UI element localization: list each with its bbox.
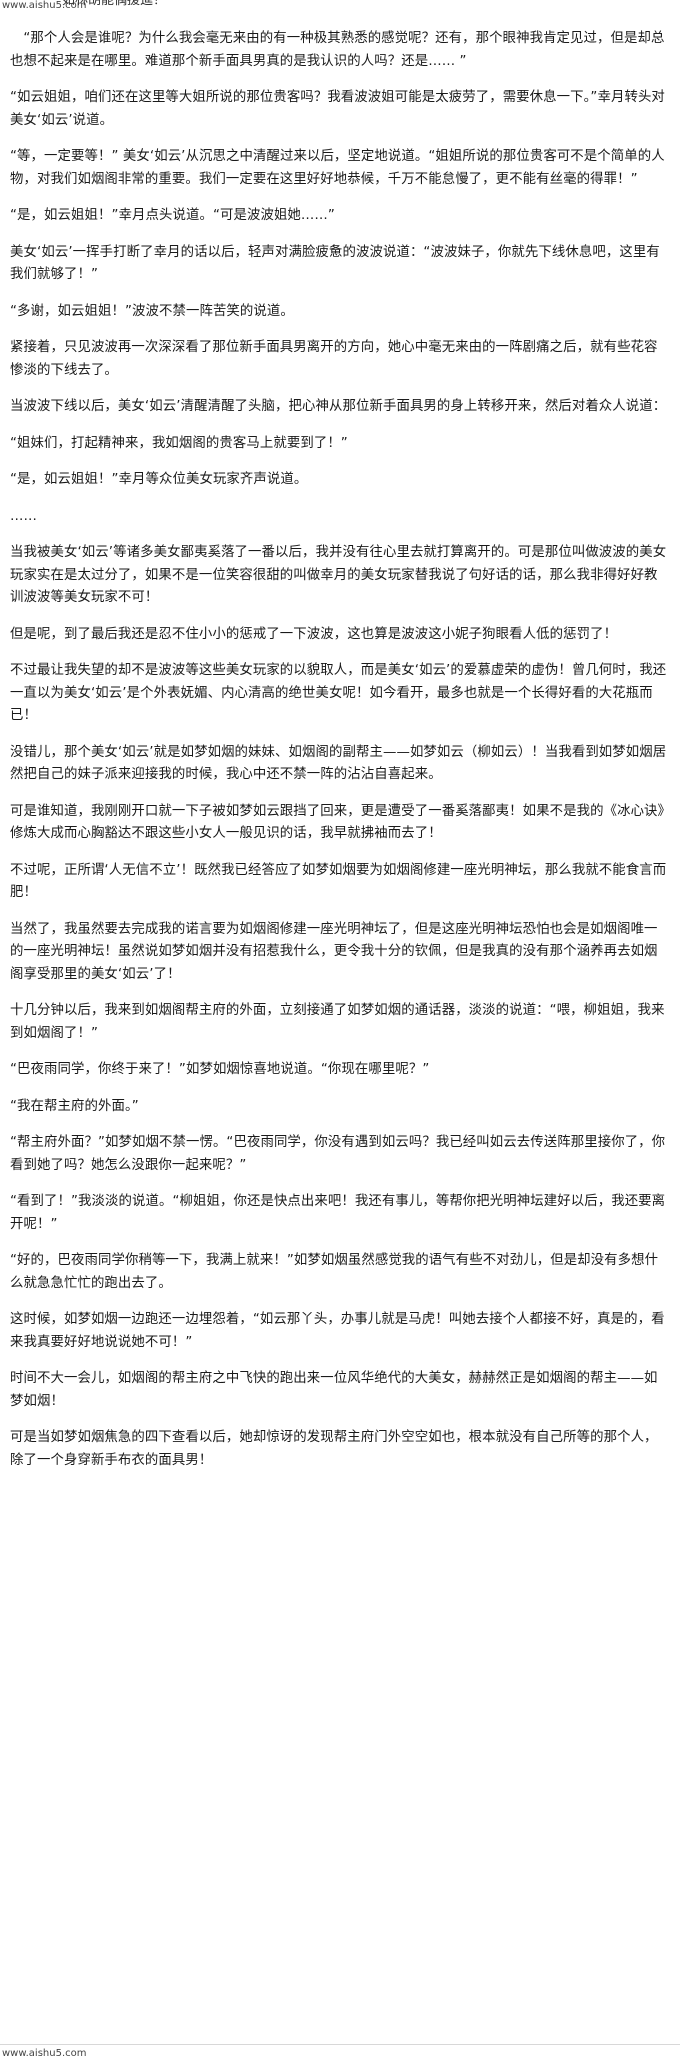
site-watermark-bottom: www.aishu5.com [2,2048,87,2059]
paragraph: “那个人会是谁呢？为什么我会毫无来由的有一种极其熟悉的感觉呢？还有，那个眼神我肯… [10,31,665,69]
paragraph: “看到了！”我淡淡的说道。“柳姐姐，你还是快点出来吧！我还有事儿，等帮你把光明神… [10,1194,666,1232]
footer-divider [0,2044,680,2045]
paragraph: 紧接着，只见波波再一次深深看了那位新手面具男离开的方向，她心中毫无来由的一阵剧痛… [10,340,658,378]
paragraph: “是，如云姐姐！”幸月等众位美女玩家齐声说道。 [10,472,308,487]
paragraph: 十几分钟以后，我来到如烟阁帮主府的外面，立刻接通了如梦如烟的通话器，淡淡的说道：… [10,1003,665,1041]
paragraph: “帮主府外面？”如梦如烟不禁一愣。“巴夜雨同学，你没有遇到如云吗？我已经叫如云去… [10,1135,666,1173]
paragraph: 美女‘如云’一挥手打断了幸月的话以后，轻声对满脸疲惫的波波说道：“波波妹子，你就… [10,244,660,283]
paragraph: 不过最让我失望的却不是波波等这些美女玩家的以貌取人，而是美女‘如云’的爱慕虚荣的… [10,663,667,723]
article-body: “那个人会是谁呢？为什么我会毫无来由的有一种极其熟悉的感觉呢？还有，那个眼神我肯… [10,10,670,1486]
section-break: …… [10,508,37,524]
paragraph: “我在帮主府的外面。” [10,1098,139,1114]
paragraph: 时间不大一会儿，如烟阁的帮主府之中飞快的跑出来一位风华绝代的大美女，赫赫然正是如… [10,1371,658,1409]
paragraph: 当我被美女‘如云’等诸多美女鄙夷奚落了一番以后，我并没有往心里去就打算离开的。可… [10,545,667,605]
paragraph: 可是当如梦如烟焦急的四下查看以后，她却惊讶的发现帮主府门外空空如也，根本就没有自… [10,1430,658,1468]
cut-off-heading-text: 如林胡能偶援進！ [62,0,167,8]
paragraph: 这时候，如梦如烟一边跑还一边埋怨着，“如云那丫头，办事儿就是马虎！叫她去接个人都… [10,1312,665,1350]
site-watermark-top: www.aishu5.com [2,0,87,11]
paragraph: 没错儿，那个美女‘如云’就是如梦如烟的妹妹、如烟阁的副帮主——如梦如云（柳如云）… [10,744,667,783]
paragraph: 当然了，我虽然要去完成我的诺言要为如烟阁修建一座光明神坛了，但是这座光明神坛恐怕… [10,921,658,982]
paragraph: 不过呢，正所谓‘人无信不立’！既然我已经答应了如梦如烟要为如烟阁修建一座光明神坛… [10,862,667,901]
paragraph: “多谢，如云姐姐！”波波不禁一阵苦笑的说道。 [10,303,294,319]
paragraph: “是，如云姐姐！”幸月点头说道。“可是波波姐她……” [10,208,335,223]
paragraph: “好的，巴夜雨同学你稍等一下，我满上就来！”如梦如烟虽然感觉我的语气有些不对劲儿… [10,1253,659,1291]
paragraph: “如云姐姐，咱们还在这里等大姐所说的那位贵客吗？我看波波姐可能是太疲劳了，需要休… [10,90,665,128]
paragraph: 但是呢，到了最后我还是忍不住小小的惩戒了一下波波，这也算是波波这小妮子狗眼看人低… [10,626,618,642]
paragraph: “等，一定要等！” 美女‘如云’从沉思之中清醒过来以后，坚定地说道。“姐姐所说的… [10,149,665,187]
paragraph: 当波波下线以后，美女‘如云’清醒清醒了头脑，把心神从那位新手面具男的身上转移开来… [10,399,667,414]
paragraph: “姐妹们，打起精神来，我如烟阁的贵客马上就要到了！” [10,435,348,451]
paragraph: 可是谁知道，我刚刚开口就一下子被如梦如云跟挡了回来，更是遭受了一番奚落鄙夷！如果… [10,803,665,842]
paragraph: “巴夜雨同学，你终于来了！”如梦如烟惊喜地说道。“你现在哪里呢？” [10,1062,430,1077]
